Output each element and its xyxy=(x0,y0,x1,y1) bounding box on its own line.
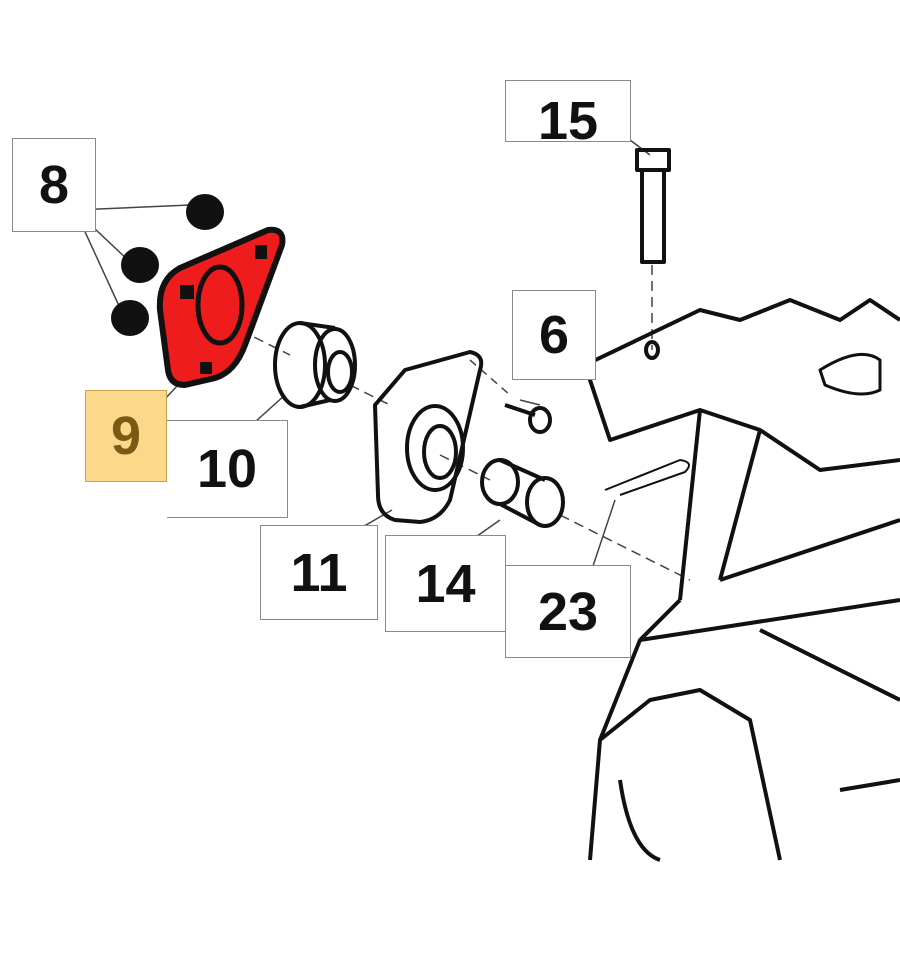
part-number: 14 xyxy=(415,553,476,614)
part-label-11[interactable]: 11 xyxy=(260,525,378,620)
part-label-6[interactable]: 6 xyxy=(512,290,596,380)
bushing-part-10 xyxy=(273,321,357,409)
part-label-15[interactable]: 15 xyxy=(505,80,631,142)
part-label-8[interactable]: 8 xyxy=(12,138,96,232)
pin-part-14 xyxy=(480,458,565,528)
part-label-23[interactable]: 23 xyxy=(505,565,631,658)
part-number: 23 xyxy=(537,581,599,642)
part-number: 10 xyxy=(196,439,258,499)
flange-bearing-part-11 xyxy=(373,350,484,524)
nuts-part-8 xyxy=(111,194,224,336)
part-label-14[interactable]: 14 xyxy=(385,535,506,632)
part-number: 8 xyxy=(38,155,70,215)
part-label-9-highlighted[interactable]: 9 xyxy=(85,390,167,482)
flange-plate-part-9 xyxy=(156,226,286,388)
bolt-part-6 xyxy=(504,403,552,434)
bolt-part-15 xyxy=(635,148,671,264)
part-number: 6 xyxy=(538,305,570,365)
part-number: 9 xyxy=(110,406,142,466)
clip-part-23 xyxy=(604,459,690,496)
part-number: 15 xyxy=(537,91,599,142)
part-number: 11 xyxy=(290,542,348,603)
machine-frame xyxy=(583,298,900,862)
part-label-10[interactable]: 10 xyxy=(167,420,288,518)
